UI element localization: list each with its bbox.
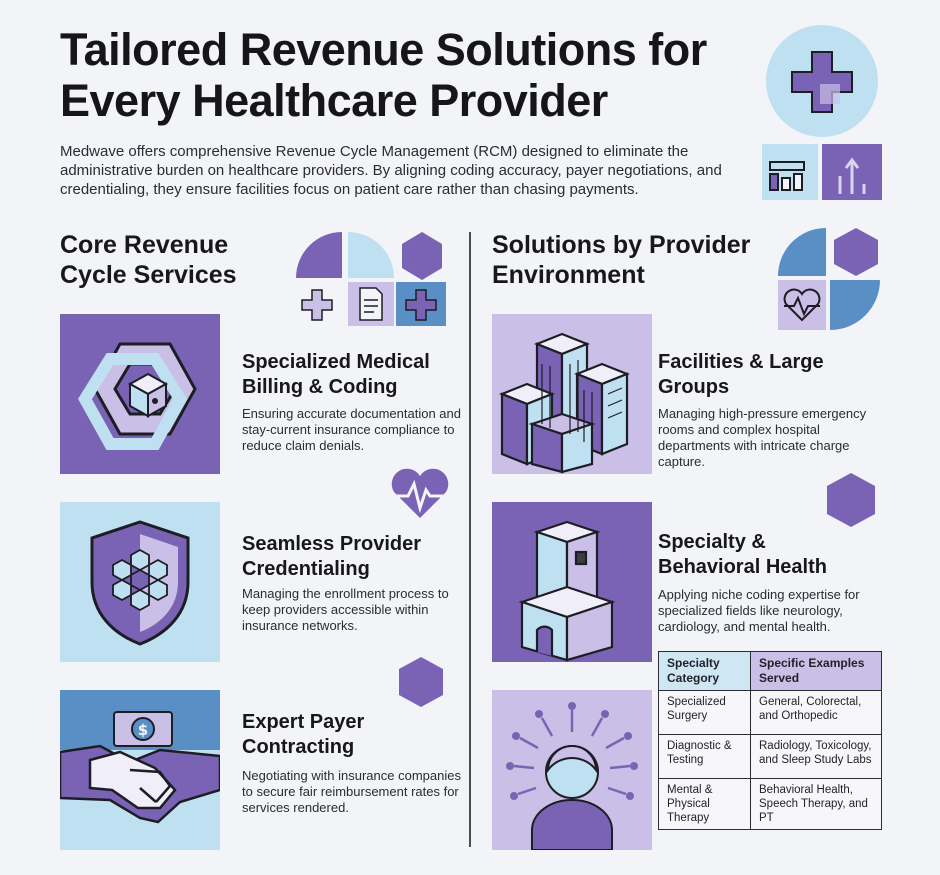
- table-header-row: Specialty Category Specific Examples Ser…: [658, 651, 882, 691]
- service-description: Managing the enrollment process to keep …: [242, 586, 449, 633]
- provider-environment-title: Solutions by Provider Environment: [492, 231, 751, 289]
- solution-description: Managing high-pressure emergency rooms a…: [658, 406, 867, 469]
- service-title: Specialized Medical Billing & Coding: [242, 351, 430, 398]
- column-divider: [469, 232, 471, 847]
- left-header-decoration: [292, 228, 448, 328]
- solution-title: Specialty & Behavioral Health: [658, 531, 827, 578]
- core-services-title: Core Revenue Cycle Services: [60, 231, 237, 289]
- heartbeat-icon: [388, 468, 452, 520]
- dollar-icon: $: [113, 711, 173, 747]
- buildings-icon: [518, 520, 616, 662]
- table-cell: Specialized Surgery: [658, 690, 751, 735]
- document-icon: [359, 287, 383, 321]
- chain-link-icon: [78, 342, 197, 450]
- service-description: Ensuring accurate documentation and stay…: [242, 406, 461, 453]
- service-title: Seamless Provider Credentialing: [242, 533, 421, 580]
- heartbeat-icon: [783, 288, 821, 322]
- behavioral-health-illustration: [492, 690, 652, 850]
- table-row: Specialized Surgery General, Colorectal,…: [658, 690, 882, 735]
- hexagon-icon: [834, 228, 878, 276]
- page-title: Tailored Revenue Solutions for Every Hea…: [60, 24, 707, 126]
- hexagon-icon: [826, 472, 876, 528]
- hexagon-icon: [398, 656, 444, 708]
- table-row: Mental & Physical Therapy Behavioral Hea…: [658, 778, 882, 830]
- header-illustration: [760, 24, 885, 204]
- specialty-table: Specialty Category Specific Examples Ser…: [658, 651, 882, 830]
- analytics-chart-icon: [769, 161, 805, 191]
- service-title: Expert Payer Contracting: [242, 711, 365, 758]
- facilities-illustration: [492, 314, 652, 474]
- solution-description: Applying niche coding expertise for spec…: [658, 587, 860, 634]
- svg-text:$: $: [138, 721, 148, 739]
- medical-cross-icon: [301, 289, 333, 321]
- table-cell: Radiology, Toxicology, and Sleep Study L…: [750, 734, 882, 779]
- table-row: Diagnostic & Testing Radiology, Toxicolo…: [658, 734, 882, 779]
- payer-contracting-illustration: $: [60, 690, 220, 850]
- person-icon: [506, 702, 638, 850]
- handshake-icon: [60, 744, 220, 824]
- right-header-decoration: [776, 226, 884, 332]
- hexagon-icon: [402, 232, 442, 280]
- table-cell: Mental & Physical Therapy: [658, 778, 751, 830]
- credentialing-illustration: [60, 502, 220, 662]
- intro-text: Medwave offers comprehensive Revenue Cyc…: [60, 143, 722, 198]
- table-header-cell: Specialty Category: [658, 651, 751, 691]
- specialty-illustration: [492, 502, 652, 662]
- medical-cross-icon: [791, 51, 853, 113]
- solution-title: Facilities & Large Groups: [658, 351, 824, 398]
- service-description: Negotiating with insurance companies to …: [242, 768, 461, 815]
- shield-icon: [90, 520, 190, 646]
- table-cell: General, Colorectal, and Orthopedic: [750, 690, 882, 735]
- table-cell: Diagnostic & Testing: [658, 734, 751, 779]
- table-cell: Behavioral Health, Speech Therapy, and P…: [750, 778, 882, 830]
- billing-coding-illustration: [60, 314, 220, 474]
- table-header-cell: Specific Examples Served: [750, 651, 882, 691]
- buildings-icon: [499, 332, 630, 474]
